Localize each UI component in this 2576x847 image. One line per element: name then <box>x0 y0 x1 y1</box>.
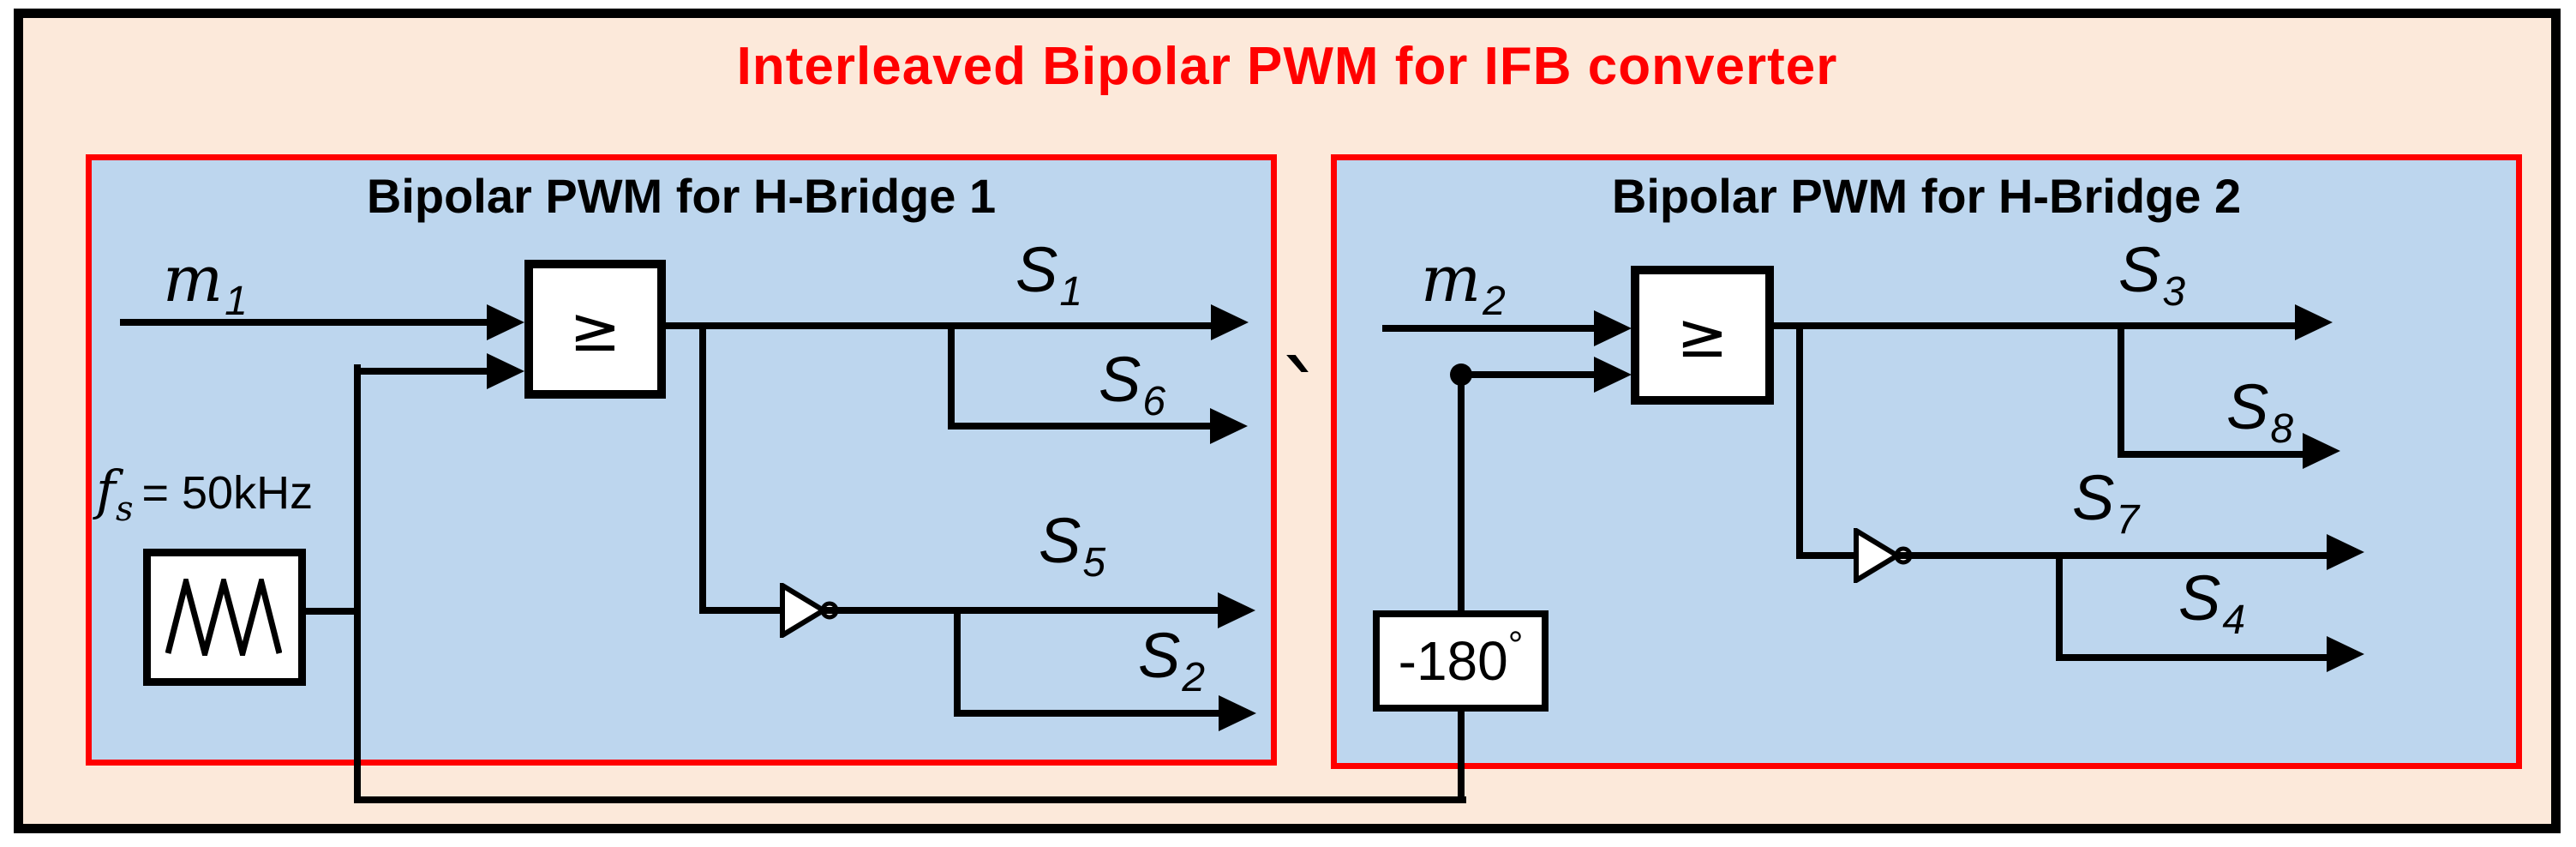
s3-wire <box>1774 322 2297 329</box>
s4-branch-wire <box>2056 552 2063 661</box>
phase-riser-bottom-wire <box>1458 708 1465 803</box>
s6-arrowhead-icon <box>1210 408 1248 444</box>
m1-wire <box>120 319 488 326</box>
s8-branch-wire <box>2118 322 2124 458</box>
m1-label: m1 <box>163 243 248 324</box>
s3-label: S3 <box>2118 234 2186 315</box>
panel2-title: Bipolar PWM for H-Bridge 2 <box>1611 169 2242 223</box>
comparator2-block: ≥ <box>1631 266 1774 405</box>
s6-wire <box>948 423 1212 430</box>
s4-label: S4 <box>2178 562 2246 643</box>
s6-label: S6 <box>1099 344 1166 424</box>
s4-arrowhead-icon <box>2327 636 2364 672</box>
s2-arrowhead-icon <box>1219 695 1256 731</box>
s2-label: S2 <box>1138 620 1206 700</box>
panel1-title: Bipolar PWM for H-Bridge 1 <box>366 169 997 223</box>
comparator2-gte-symbol: ≥ <box>1676 299 1728 371</box>
not1-input-wire <box>703 607 783 614</box>
s7-arrowhead-icon <box>2327 534 2364 570</box>
s5-label: S5 <box>1039 505 1106 586</box>
phase-riser-top-wire <box>1458 375 1465 614</box>
not2-branch-wire <box>1796 322 1803 559</box>
s8-wire <box>2118 451 2304 458</box>
s8-arrowhead-icon <box>2303 433 2340 469</box>
s3-arrowhead-icon <box>2295 304 2333 340</box>
s5-arrowhead-icon <box>1218 592 1255 628</box>
s2-wire <box>954 710 1220 717</box>
m1-arrowhead-icon <box>487 304 524 340</box>
not1-branch-wire <box>699 322 706 614</box>
triangle-wave-icon <box>165 579 282 656</box>
s1-label: S1 <box>1015 234 1083 315</box>
phase-shift-block: -180° <box>1373 610 1549 712</box>
not2-input-wire <box>1800 552 1857 559</box>
carrier-frequency-label: fs= 50kHz <box>96 459 314 529</box>
s4-wire <box>2056 654 2328 661</box>
s7-label: S7 <box>2072 462 2140 543</box>
stray-tick-mark: ` <box>1279 343 1326 453</box>
m2-arrowhead-icon <box>1594 310 1632 346</box>
s1-wire <box>666 322 1213 329</box>
carrier-riser-wire <box>354 364 361 803</box>
comparator1-gte-symbol: ≥ <box>569 293 621 365</box>
s8-label: S8 <box>2226 371 2294 452</box>
diagram-title: Interleaved Bipolar PWM for IFB converte… <box>736 37 1838 96</box>
carrier-bottom-wire <box>354 796 1466 803</box>
carrier-input-wire <box>354 368 488 375</box>
s1-arrowhead-icon <box>1211 304 1249 340</box>
phase-arrowhead-icon <box>1594 357 1632 393</box>
m2-label: m2 <box>1421 243 1506 324</box>
carrier-generator-block <box>143 549 306 686</box>
phase-input-wire <box>1461 371 1596 378</box>
s5-wire <box>824 607 1219 614</box>
carrier-arrowhead-icon <box>487 353 524 389</box>
s7-wire <box>1898 552 2328 559</box>
carrier-output-wire <box>306 608 361 615</box>
s6-branch-wire <box>948 322 955 430</box>
s2-branch-wire <box>954 607 961 717</box>
m2-wire <box>1382 325 1596 332</box>
comparator1-block: ≥ <box>524 260 666 399</box>
